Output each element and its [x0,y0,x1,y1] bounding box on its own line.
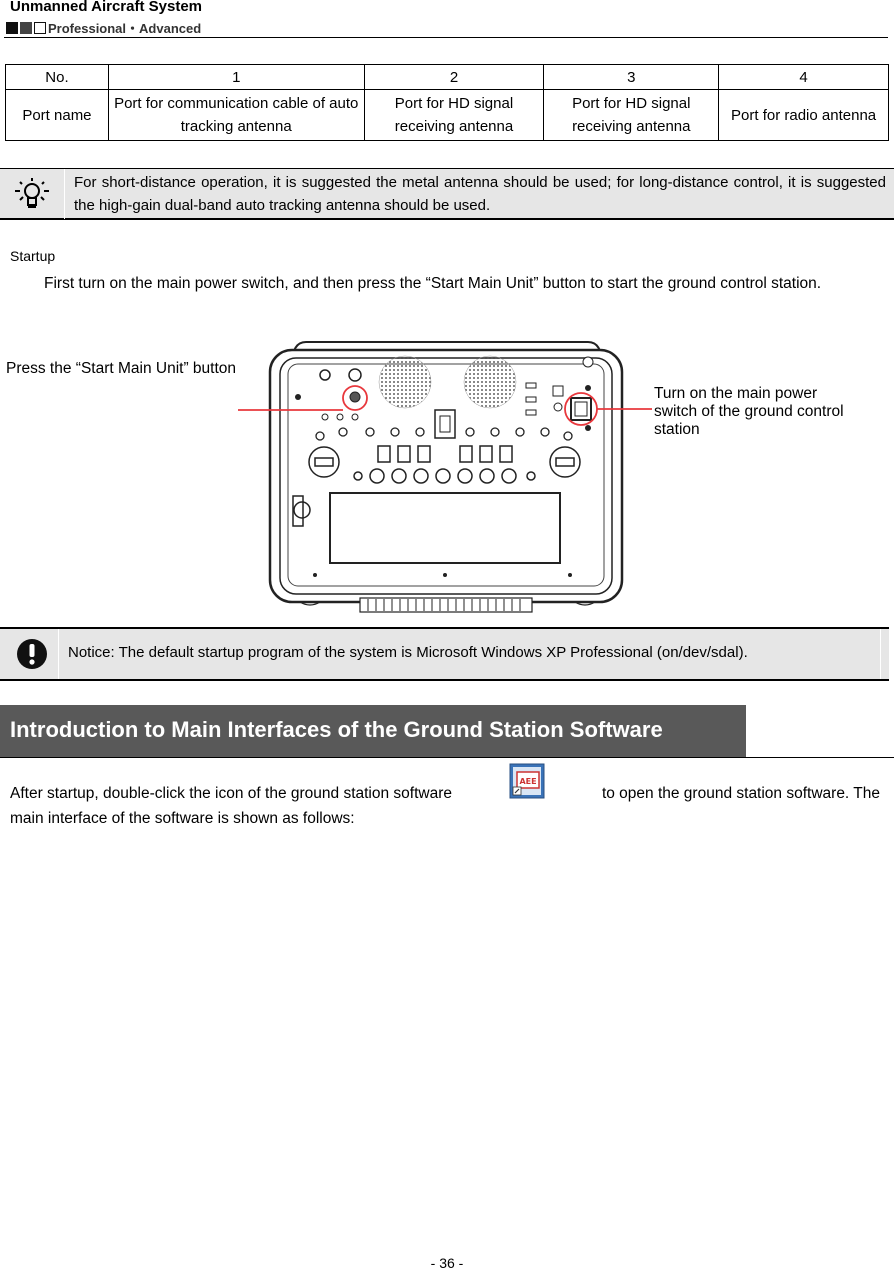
intro-after-icon: to open the ground station software. The [601,785,880,802]
speaker-grill [378,355,432,409]
table-row: No. 1 2 3 4 [5,64,889,90]
port-number: 4 [718,64,889,90]
document-title: Unmanned Aircraft System [10,0,202,15]
section-divider [0,757,894,758]
power-switch-highlight [564,392,652,426]
table-row: Port name Port for communication cable o… [5,89,889,141]
svg-text:AEE: AEE [519,777,536,786]
intro-line-1: After startup, double-click the icon of … [10,763,880,803]
port-name: Port for HD signal receiving antenna [543,89,720,141]
lightbulb-icon [15,178,49,208]
notice-box: Notice: The default startup program of t… [0,627,889,681]
white-square-icon [34,21,46,34]
power-switch-callout: Turn on the main power switch of the gro… [654,385,844,438]
port-table: No. 1 2 3 4 Port name Port for communica… [5,64,889,141]
port-name: Port for communication cable of auto tra… [107,89,365,141]
speaker-grill [463,355,517,409]
port-number: 3 [543,64,720,90]
section-title-bar [0,705,746,757]
section-title: Introduction to Main Interfaces of the G… [10,717,663,742]
tip-icon-cell [0,169,65,219]
port-name: Port for radio antenna [718,89,889,141]
startup-body: First turn on the main power switch, and… [44,275,822,292]
row-label-no: No. [5,64,109,90]
exclamation-icon [17,639,47,669]
notice-text: Notice: The default startup program of t… [68,644,748,661]
start-button-highlight [238,385,368,411]
port-number: 1 [107,64,365,90]
intro-line-2: main interface of the software is shown … [10,810,355,827]
port-number: 2 [363,64,545,90]
intro-before-icon: After startup, double-click the icon of … [10,785,452,802]
notice-icon-cell [0,629,59,679]
startup-heading: Startup [10,248,56,264]
port-name: Port for HD signal receiving antenna [363,89,545,141]
gray-square-icon [20,21,32,34]
tip-box: For short-distance operation, it is sugg… [0,168,894,220]
document-subtitle: Professional・Advanced [6,18,201,37]
start-button-callout: Press the “Start Main Unit” button [6,360,237,377]
tip-text: For short-distance operation, it is sugg… [74,174,886,214]
row-label-port-name: Port name [5,89,109,141]
notice-divider [880,629,881,679]
ground-station-software-icon: AEE [509,763,545,799]
header-divider [4,37,888,38]
ground-station-panel-figure [238,341,652,613]
page-number: - 36 - [430,1255,464,1271]
subtitle-text: Professional・Advanced [48,21,202,36]
black-square-icon [6,21,18,34]
